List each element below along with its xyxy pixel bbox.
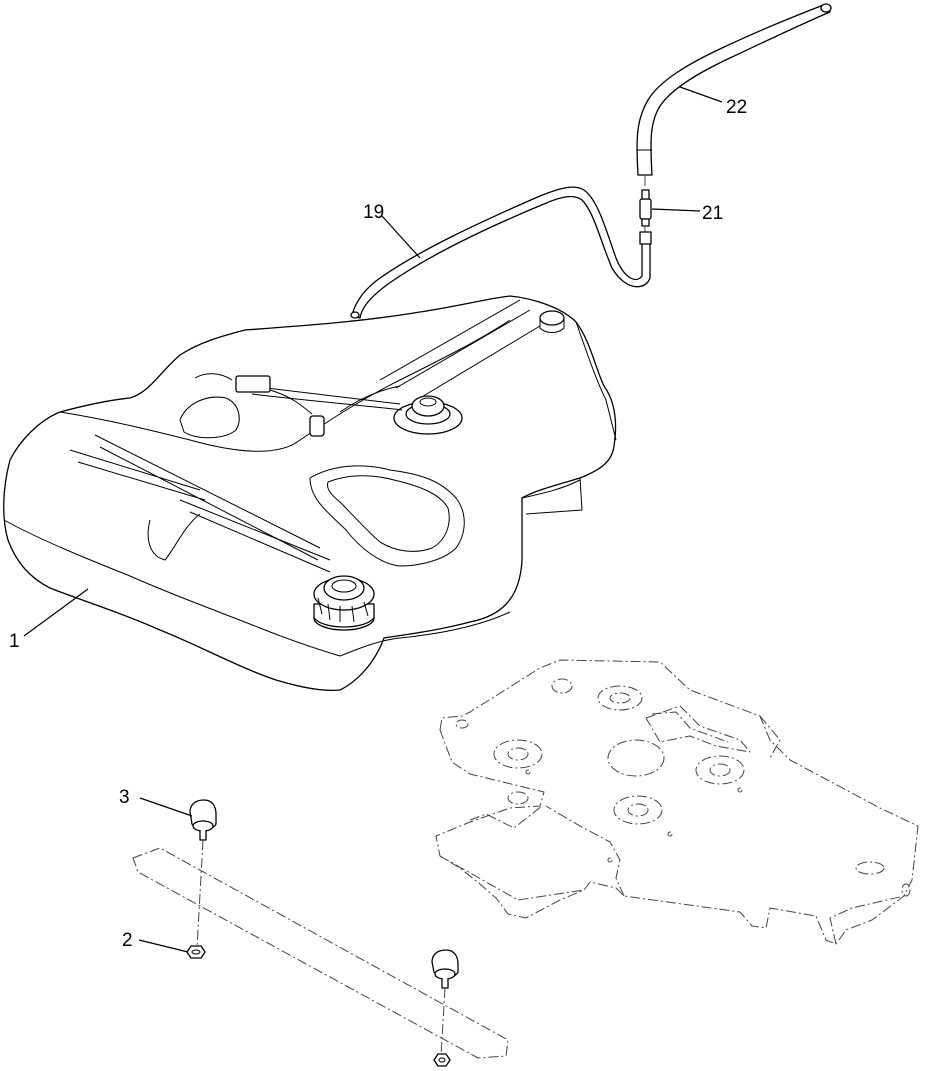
nut-left xyxy=(186,945,206,959)
nut-right xyxy=(433,1053,451,1067)
vent-hose xyxy=(636,3,832,176)
callout-21: 21 xyxy=(702,203,723,224)
callout-19: 19 xyxy=(363,202,384,223)
fuel-tank xyxy=(3,295,617,692)
fastener-centerline-right xyxy=(440,987,446,1057)
leader-2 xyxy=(138,939,189,953)
fastener-centerline-left xyxy=(196,839,204,949)
callout-3: 3 xyxy=(119,787,130,808)
leader-22 xyxy=(679,86,723,103)
leader-21 xyxy=(651,208,701,212)
hold-down-strap-phantom xyxy=(132,847,509,1059)
bumper-lower xyxy=(431,949,459,989)
callout-2: 2 xyxy=(122,930,133,951)
callout-1: 1 xyxy=(9,631,20,652)
leader-3 xyxy=(139,797,193,817)
leader-1 xyxy=(23,588,89,637)
mounting-plate-phantom xyxy=(435,659,919,945)
vent-fitting xyxy=(639,176,652,238)
bumper-upper xyxy=(189,799,217,841)
callout-22: 22 xyxy=(726,97,747,118)
leader-19 xyxy=(381,215,421,259)
fuel-hose xyxy=(350,186,652,319)
